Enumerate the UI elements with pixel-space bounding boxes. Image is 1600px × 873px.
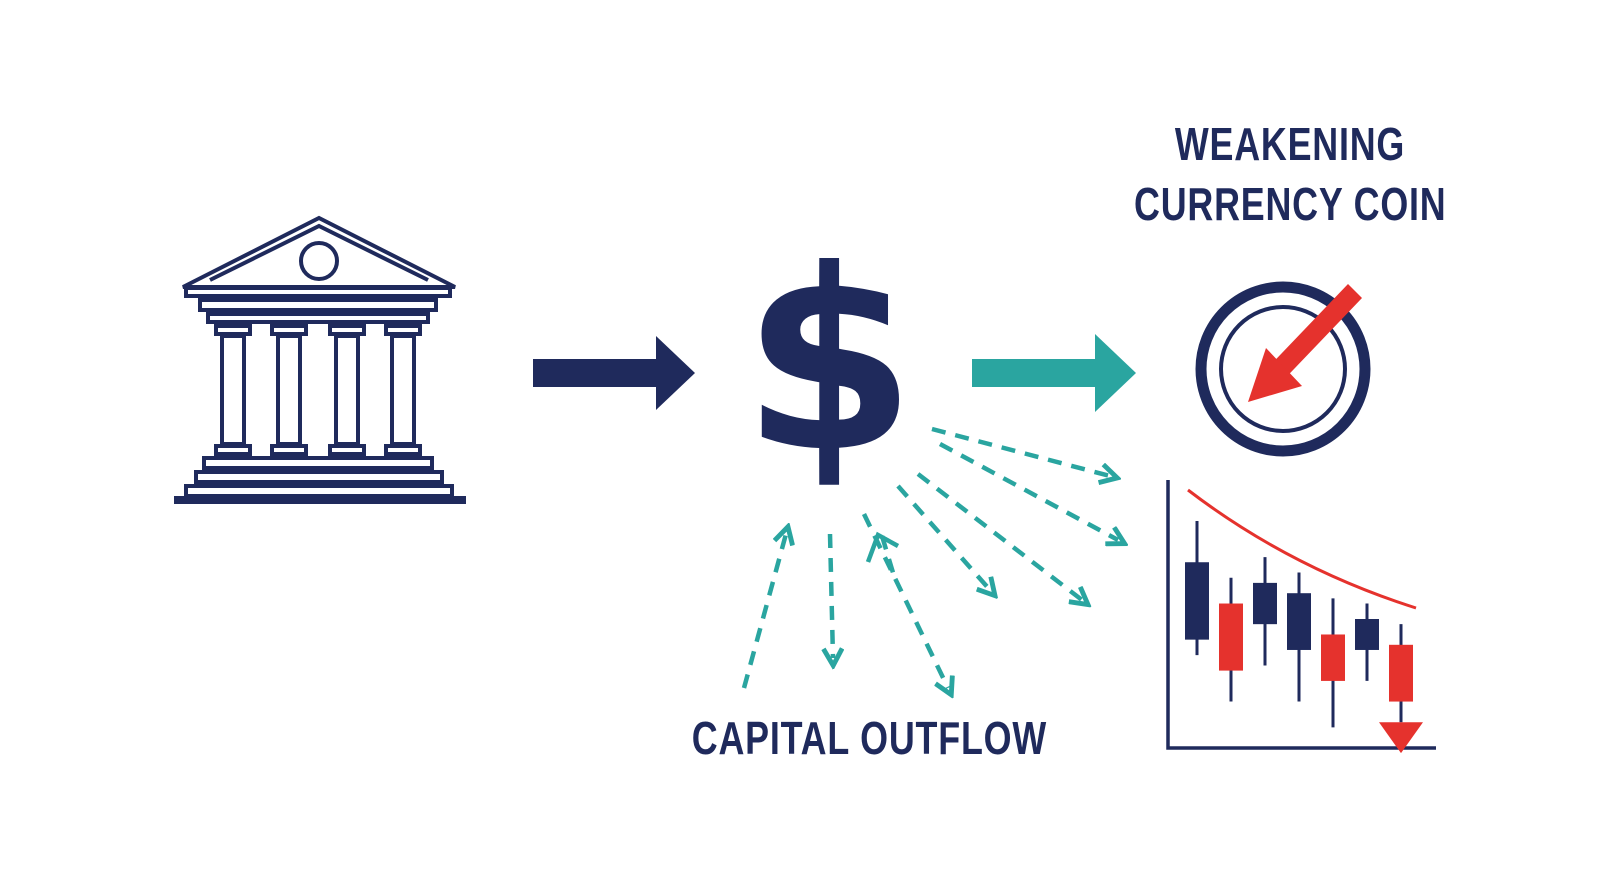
candle-body: [1185, 562, 1209, 640]
candle-body: [1287, 593, 1311, 650]
navy-arrow-icon: [533, 336, 695, 410]
capital-outflow-label: CAPITAL OUTFLOW: [691, 712, 1047, 764]
weakening-label-line1: WEAKENING: [1174, 118, 1406, 170]
chart-down-arrow-head: [1379, 722, 1423, 754]
down-arrow-icon: [1248, 284, 1362, 402]
weakening-label-line2: CURRENCY COIN: [1134, 178, 1447, 230]
candle-body: [1253, 582, 1277, 625]
candle-body: [1321, 634, 1345, 681]
trend-line: [1187, 488, 1417, 610]
candle-body: [1219, 603, 1243, 671]
candlestick-chart-icon: [1166, 480, 1436, 754]
teal-arrow-icon: [972, 334, 1136, 412]
candle-body: [1355, 619, 1379, 650]
coin-icon: [1195, 281, 1371, 457]
return-arrow: [865, 531, 900, 577]
dollar-symbol: $: [742, 216, 916, 507]
bank-building-icon: [174, 215, 466, 504]
dollar-icon: $: [742, 216, 916, 507]
chart-axes: [1166, 480, 1436, 750]
candle-body: [1389, 644, 1413, 702]
capital-outflow-arrows: [741, 426, 1118, 688]
